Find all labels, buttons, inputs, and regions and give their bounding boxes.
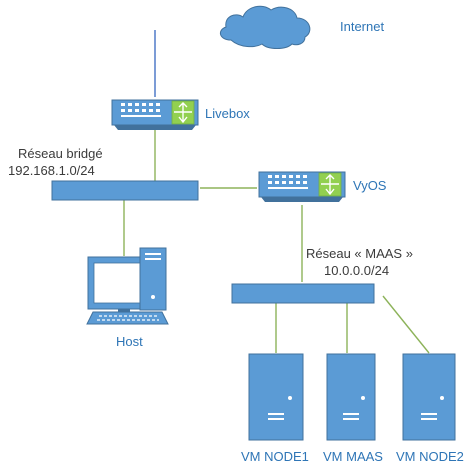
livebox-label: Livebox	[205, 106, 250, 121]
port-leds	[268, 175, 308, 189]
server-icon	[248, 353, 304, 441]
vm-node1-server	[248, 353, 304, 441]
bridged-network-bus	[51, 180, 199, 201]
bridged-network-name: Réseau bridgé	[18, 146, 103, 161]
keyboard	[86, 311, 169, 325]
maas-network-name: Réseau « MAAS »	[306, 246, 413, 261]
vm-node2-server	[402, 353, 456, 441]
maas-network-bus	[231, 283, 375, 304]
internet-cloud	[219, 5, 311, 49]
host-label: Host	[116, 334, 143, 349]
server-icon	[402, 353, 456, 441]
maas-network-subnet: 10.0.0.0/24	[324, 263, 389, 278]
link-maas-node2	[382, 295, 430, 354]
vyos-router	[258, 171, 346, 202]
workstation-icon	[86, 247, 169, 325]
port-leds	[121, 103, 161, 117]
vm-node2-label: VM NODE2	[396, 449, 464, 464]
bridged-network-subnet: 192.168.1.0/24	[8, 163, 95, 178]
vm-maas-server	[326, 353, 376, 441]
server-icon	[326, 353, 376, 441]
host-workstation	[86, 247, 169, 325]
vm-node1-label: VM NODE1	[241, 449, 309, 464]
cloud-icon	[219, 5, 311, 49]
vm-maas-label: VM MAAS	[323, 449, 383, 464]
tower	[139, 247, 167, 311]
internet-label: Internet	[340, 19, 384, 34]
vyos-label: VyOS	[353, 178, 387, 193]
livebox-router	[111, 99, 199, 130]
